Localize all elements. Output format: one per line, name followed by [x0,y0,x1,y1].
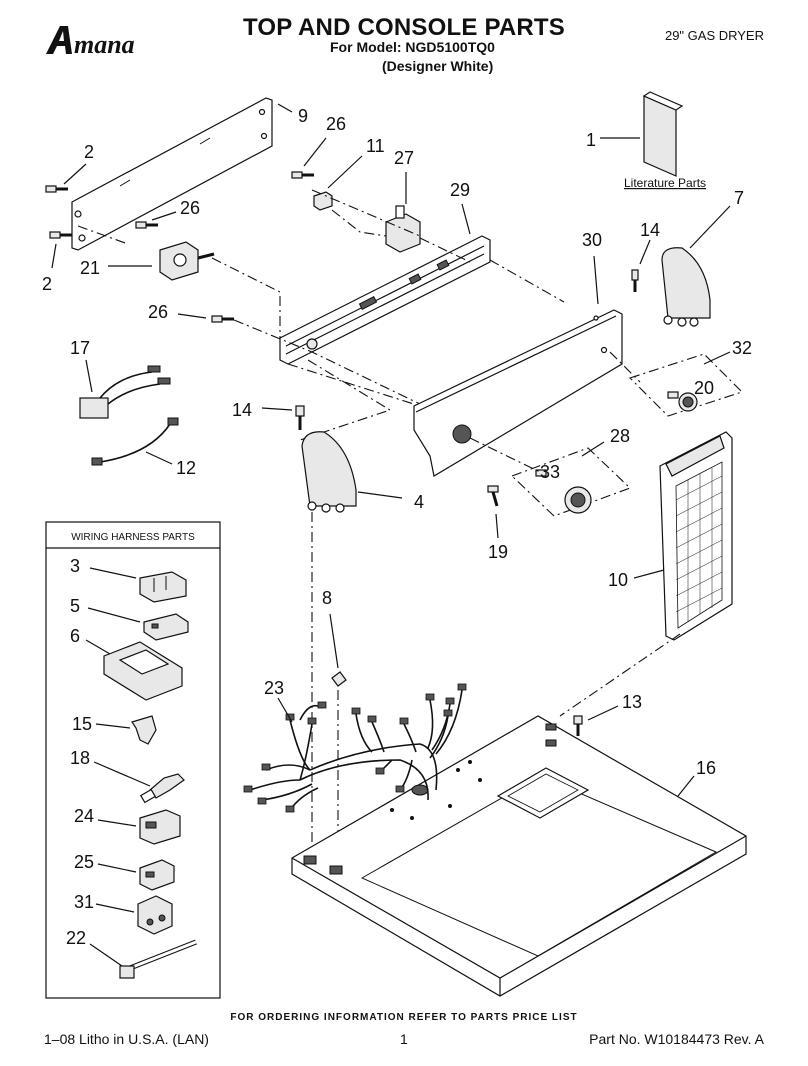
callout-12: 12 [176,458,196,478]
callout-17: 17 [70,338,90,358]
callout-24: 24 [74,806,94,826]
part-16-top-panel [291,715,747,997]
page-number: 1 [400,1031,408,1047]
part-13-screw [573,715,583,736]
callout-16: 16 [696,758,716,778]
part-5-connector [143,613,189,641]
ordering-note: FOR ORDERING INFORMATION REFER TO PARTS … [230,1012,578,1023]
callout-27: 27 [394,148,414,168]
callout-23: 23 [264,678,284,698]
part-31-connector [137,895,173,935]
callout-26-a: 26 [180,198,200,218]
callout-5: 5 [70,596,80,616]
part-24-connector [139,809,181,845]
callout-19: 19 [488,542,508,562]
part-22-cable-tie [119,939,197,979]
svg-text:mana: mana [74,30,135,59]
callout-8: 8 [322,588,332,608]
callout-26-b: 26 [148,302,168,322]
part-2-screw-lower [49,231,72,239]
part-14-screw-right [631,269,639,292]
part-12-wire [91,417,179,466]
callout-13: 13 [622,692,642,712]
page-title: TOP AND CONSOLE PARTS [242,14,565,41]
part-3-connector [139,571,187,603]
color-line: (Designer White) [382,58,494,74]
litho-info: 1–08 Litho in U.S.A. (LAN) [44,1031,209,1047]
part-29-console-bracket [279,235,491,365]
callout-9: 9 [298,106,308,126]
part-number: Part No. W10184473 Rev. A [589,1031,764,1047]
callout-18: 18 [70,748,90,768]
part-21-switch [159,241,215,281]
callout-25: 25 [74,852,94,872]
part-18-terminal [139,773,185,804]
callout-32: 32 [732,338,752,358]
part-11-connector [313,191,333,211]
callout-26-c: 26 [326,114,346,134]
callout-2-upper: 2 [84,142,94,162]
callout-22: 22 [66,928,86,948]
callout-20: 20 [694,378,714,398]
part-7-console-end-cap-right [661,247,711,327]
part-15-clip [131,715,157,745]
model-line: For Model: NGD5100TQ0 [330,39,495,55]
part-26-screw-b [211,315,234,323]
callout-29: 29 [450,180,470,200]
callout-3: 3 [70,556,80,576]
part-19-screw [487,485,499,507]
amana-logo: mana [46,26,135,59]
callout-7: 7 [734,188,744,208]
part-26-screw-c [291,171,314,179]
part-30-console-panel [413,309,623,477]
part-26-screw-a [135,221,158,229]
callout-21: 21 [80,258,100,278]
callout-15: 15 [72,714,92,734]
callout-33: 33 [540,462,560,482]
wiring-box-title: WIRING HARNESS PARTS [71,532,195,543]
part-9-console-back-panel [71,97,273,251]
callout-28: 28 [610,426,630,446]
part-20-knob-small [667,391,679,399]
part-knob-right [678,392,698,412]
part-knob-main [564,486,592,514]
part-27-push-switch [385,205,421,253]
callout-2-lower: 2 [42,274,52,294]
group-32-outline [628,353,744,417]
part-23-main-harness [243,683,467,813]
part-2-screw-upper [45,185,68,193]
part-14-screw-left [295,405,305,430]
wiring-harness-parts-box [45,521,221,999]
part-33-knob-insert [535,469,547,477]
callout-11: 11 [366,136,385,156]
callout-31: 31 [74,892,94,912]
callout-14-right: 14 [640,220,660,240]
product-type: 29" GAS DRYER [664,28,764,43]
callout-14-left: 14 [232,400,252,420]
part-17-wire-harness [79,365,171,419]
callout-1: 1 [586,130,596,150]
part-25-connector [139,859,175,891]
callout-6: 6 [70,626,80,646]
part-1-literature [642,91,684,177]
callout-30: 30 [582,230,602,250]
callout-numbers: 1 2 2 3 4 5 6 7 8 9 10 11 12 13 14 14 15… [42,106,752,948]
callout-10: 10 [608,570,628,590]
part-6-connector-block [103,641,183,701]
part-10-lint-screen [659,431,733,641]
part-8-wire-clip [331,671,347,687]
part-4-console-end-cap-left [301,431,357,513]
literature-parts-label: Literature Parts [624,176,706,190]
callout-4: 4 [414,492,424,512]
